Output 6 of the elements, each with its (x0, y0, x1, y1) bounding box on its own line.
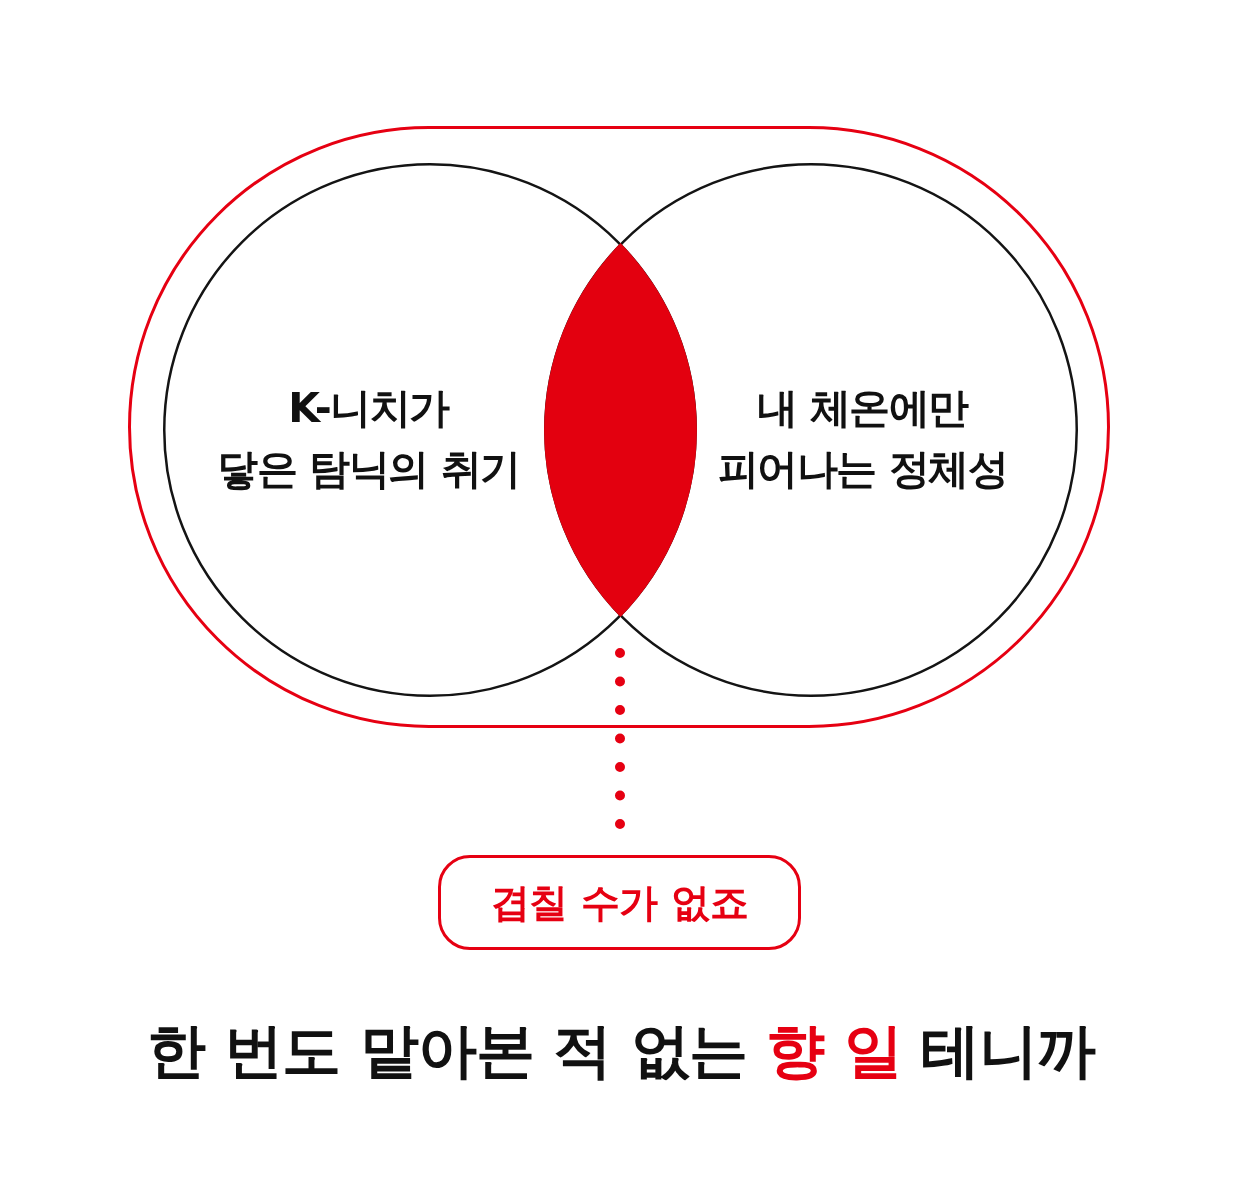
circle-label: K-니치가 닿은 탐닉의 취기 (217, 382, 520, 495)
circle-label: 내 체온에만 피어나는 정체성 (717, 382, 1008, 495)
venn-circle (544, 163, 1078, 697)
callout-box: 겹칠 수가 없죠 (438, 855, 801, 950)
overlap-lens (544, 243, 697, 617)
caption: 한 번도 맡아본 적 없는 향 일 테니까 (146, 1015, 1096, 1087)
